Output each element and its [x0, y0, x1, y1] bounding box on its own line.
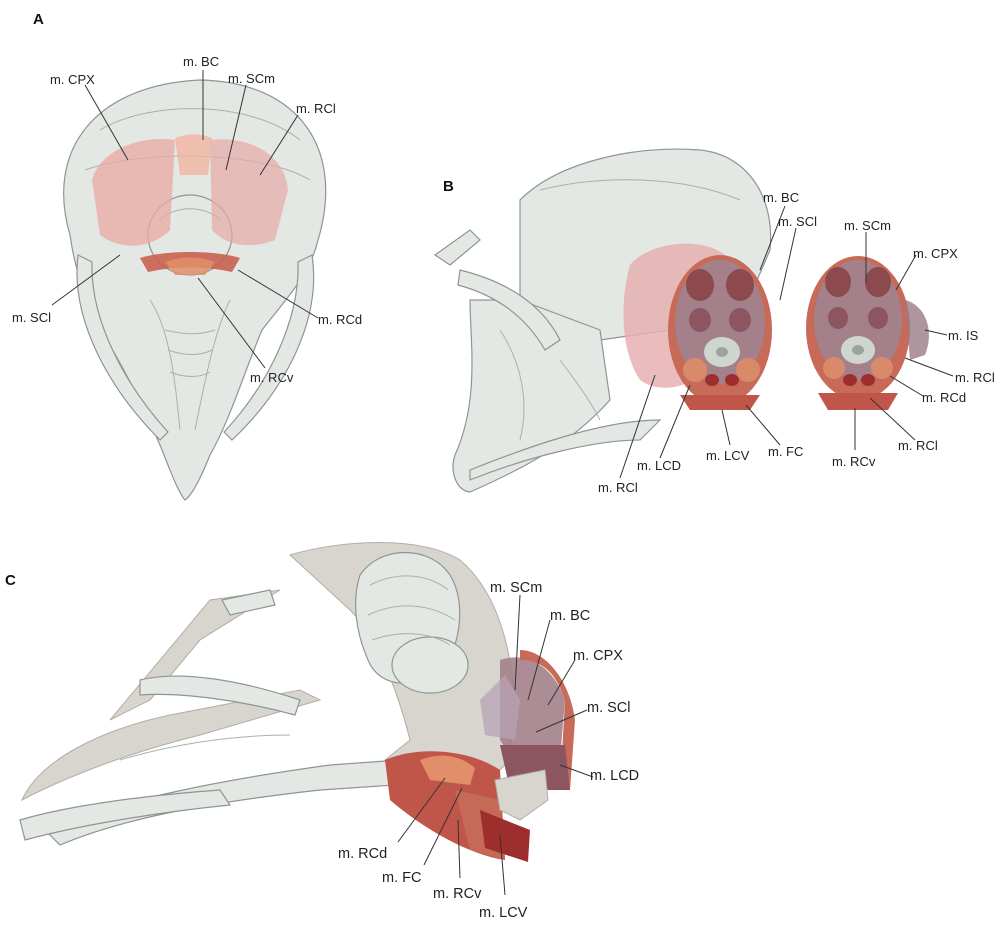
- label-b-rcl-1: m. RCl: [955, 370, 995, 385]
- label-b-cpx: m. CPX: [913, 246, 958, 261]
- label-c-cpx: m. CPX: [573, 648, 623, 664]
- cross-section-2: [806, 256, 929, 410]
- label-b-fc: m. FC: [768, 444, 803, 459]
- label-a-rcl: m. RCl: [296, 101, 336, 116]
- label-a-rcv: m. RCv: [250, 370, 294, 385]
- label-c-fc: m. FC: [382, 870, 421, 886]
- label-c-scm: m. SCm: [490, 580, 542, 596]
- label-c-lcv: m. LCV: [479, 905, 528, 921]
- panel-a-letter: A: [33, 11, 44, 28]
- panel-c: C: [5, 543, 639, 922]
- label-a-cpx: m. CPX: [50, 72, 95, 87]
- label-c-rcd: m. RCd: [338, 846, 387, 862]
- label-b-lcv: m. LCV: [706, 448, 750, 463]
- panel-b-letter: B: [443, 178, 454, 195]
- label-b-is: m. IS: [948, 328, 979, 343]
- label-c-bc: m. BC: [550, 608, 590, 624]
- label-b-scl: m. SCl: [778, 214, 817, 229]
- label-c-rcv: m. RCv: [433, 886, 482, 902]
- label-b-rcv: m. RCv: [832, 454, 876, 469]
- label-b-lcd: m. LCD: [637, 458, 681, 473]
- label-a-rcd: m. RCd: [318, 312, 362, 327]
- label-a-bc: m. BC: [183, 54, 219, 69]
- cross-section-1: [668, 255, 772, 410]
- label-c-scl: m. SCl: [587, 700, 631, 716]
- muscle-bc-a: [175, 134, 212, 175]
- label-b-scm: m. SCm: [844, 218, 891, 233]
- label-c-lcd: m. LCD: [590, 768, 639, 784]
- label-a-scm: m. SCm: [228, 71, 275, 86]
- label-b-rcl-3: m. RCl: [598, 480, 638, 495]
- label-b-rcd: m. RCd: [922, 390, 966, 405]
- panel-c-letter: C: [5, 572, 16, 589]
- panel-b: B: [435, 149, 995, 495]
- label-b-rcl-2: m. RCl: [898, 438, 938, 453]
- panel-a: A: [12, 11, 362, 500]
- label-a-scl: m. SCl: [12, 310, 51, 325]
- label-b-bc: m. BC: [763, 190, 799, 205]
- panel-a-skull-dorsal-view: [64, 80, 326, 500]
